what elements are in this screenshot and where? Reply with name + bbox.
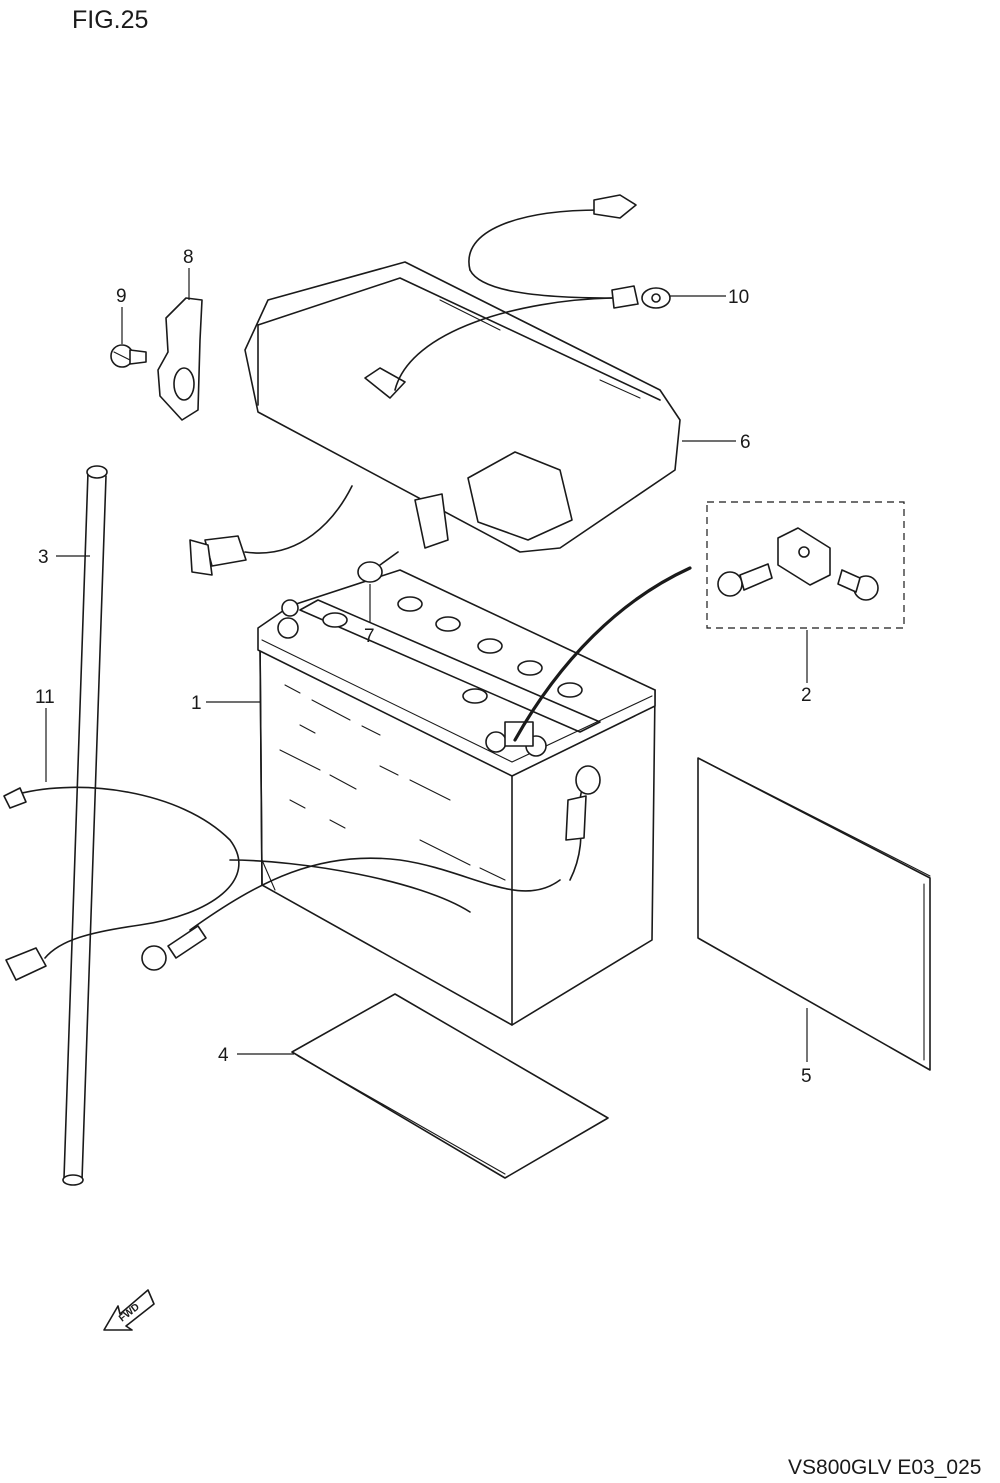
part-9-bolt bbox=[110, 344, 147, 368]
part-8-bracket bbox=[157, 297, 203, 421]
diagram-code: VS800GLV E03_025 bbox=[788, 1456, 981, 1479]
part-3-hose bbox=[62, 465, 108, 1186]
callout-8: 8 bbox=[183, 247, 194, 268]
figure-label: FIG.25 bbox=[72, 6, 148, 34]
callout-2: 2 bbox=[801, 685, 812, 706]
callout-5: 5 bbox=[801, 1066, 812, 1087]
callout-1: 1 bbox=[191, 693, 202, 714]
callout-9: 9 bbox=[116, 286, 127, 307]
part-11-harness bbox=[3, 765, 601, 981]
callout-4: 4 bbox=[218, 1045, 229, 1066]
leader-lines bbox=[45, 268, 808, 1062]
part-7-plug bbox=[357, 551, 399, 583]
part-5-sheet bbox=[697, 757, 931, 1071]
part-4-pad bbox=[291, 993, 609, 1179]
part-2-bolt-set bbox=[706, 501, 905, 629]
part-6-cover bbox=[244, 261, 681, 553]
callout-3: 3 bbox=[38, 547, 49, 568]
callout-11: 11 bbox=[35, 687, 55, 708]
callout-7: 7 bbox=[364, 626, 375, 647]
fwd-arrow-icon: FWD bbox=[103, 1289, 155, 1331]
cover-wire bbox=[189, 194, 671, 576]
callout-6: 6 bbox=[740, 432, 751, 453]
callout-10: 10 bbox=[728, 287, 749, 308]
part-1-battery bbox=[257, 569, 656, 1026]
